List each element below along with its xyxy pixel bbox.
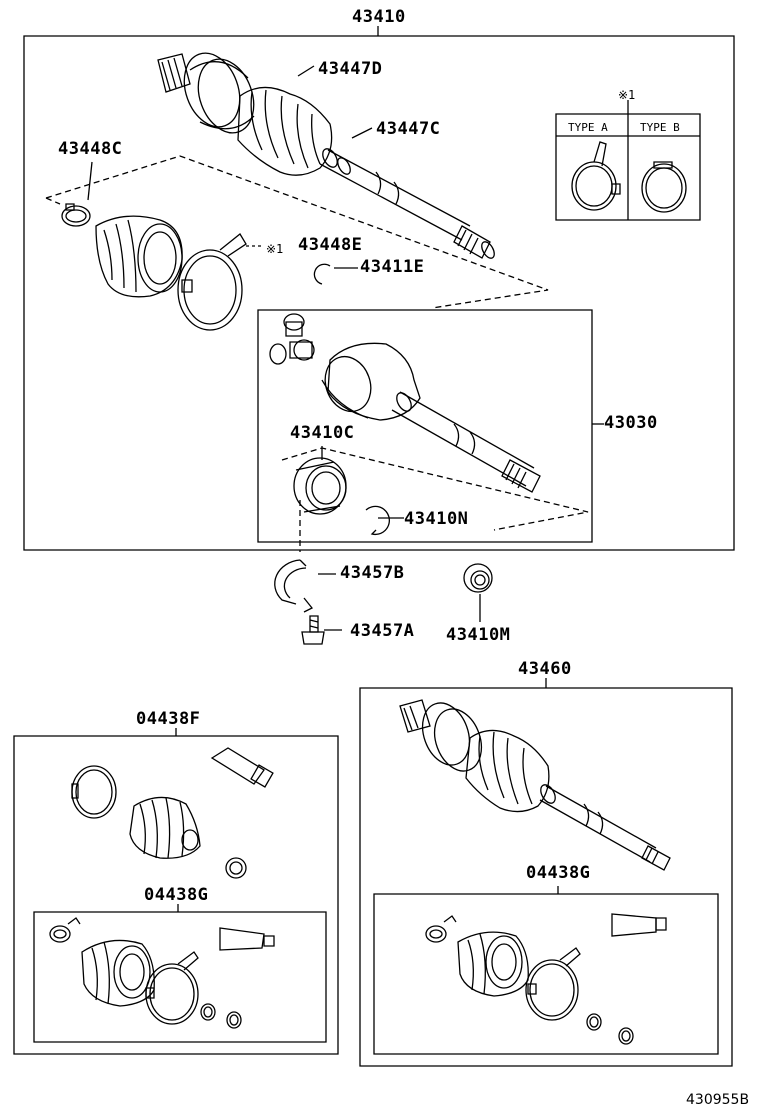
part-label-43460: 43460 <box>518 659 572 679</box>
diagram-code: 430955B <box>686 1092 750 1108</box>
part-label-43448C: 43448C <box>58 139 123 159</box>
part-label-43447C: 43447C <box>376 119 441 139</box>
assembly-43030-frame <box>258 310 592 542</box>
part-label-43410M: 43410M <box>446 625 511 645</box>
part-label-43448E: 43448E <box>298 235 363 255</box>
clamp-type-reference-box <box>556 100 700 220</box>
part-label-43410C: 43410C <box>290 423 355 443</box>
part-label-04438G-right: 04438G <box>526 863 591 883</box>
kit-04438G-left-frame <box>34 912 326 1042</box>
snap-ring-43411E-drawing <box>314 264 330 284</box>
boot-drawing <box>96 216 182 297</box>
snap-ring-43410N-drawing <box>366 506 389 534</box>
assembly-43410-frame <box>24 36 734 550</box>
note-mark-reference: ※1 <box>618 88 636 102</box>
bearing-43410C-drawing <box>294 458 346 514</box>
part-label-04438F: 04438F <box>136 709 201 729</box>
clamp-43448C-drawing <box>62 204 90 226</box>
type-a-label: TYPE A <box>568 121 608 134</box>
seal-43410M-drawing <box>464 564 492 592</box>
bolt-43457A-drawing <box>302 616 324 644</box>
kit-04438G-right-frame <box>374 894 718 1054</box>
type-b-label: TYPE B <box>640 121 680 134</box>
part-label-43410N: 43410N <box>404 509 469 529</box>
note-mark-left: ※1 <box>266 242 284 256</box>
part-label-43030: 43030 <box>604 413 658 433</box>
kit-04438F-parts-drawing <box>72 748 273 878</box>
kit-04438G-left-parts-drawing <box>50 918 274 1028</box>
inner-joint-shaft-drawing <box>270 314 540 492</box>
part-label-43457B: 43457B <box>340 563 405 583</box>
part-label-43410: 43410 <box>352 7 406 27</box>
drive-shaft-outboard-drawing <box>158 45 497 260</box>
part-label-43457A: 43457A <box>350 621 415 641</box>
kit-04438G-right-parts-drawing <box>426 914 666 1044</box>
part-label-43447D: 43447D <box>318 59 383 79</box>
bracket-43457B-drawing <box>275 560 312 612</box>
clamp-43448E-drawing <box>178 234 246 330</box>
part-label-04438G-left: 04438G <box>144 885 209 905</box>
part-label-43411E: 43411E <box>360 257 425 277</box>
drive-shaft-43460-drawing <box>400 696 670 870</box>
